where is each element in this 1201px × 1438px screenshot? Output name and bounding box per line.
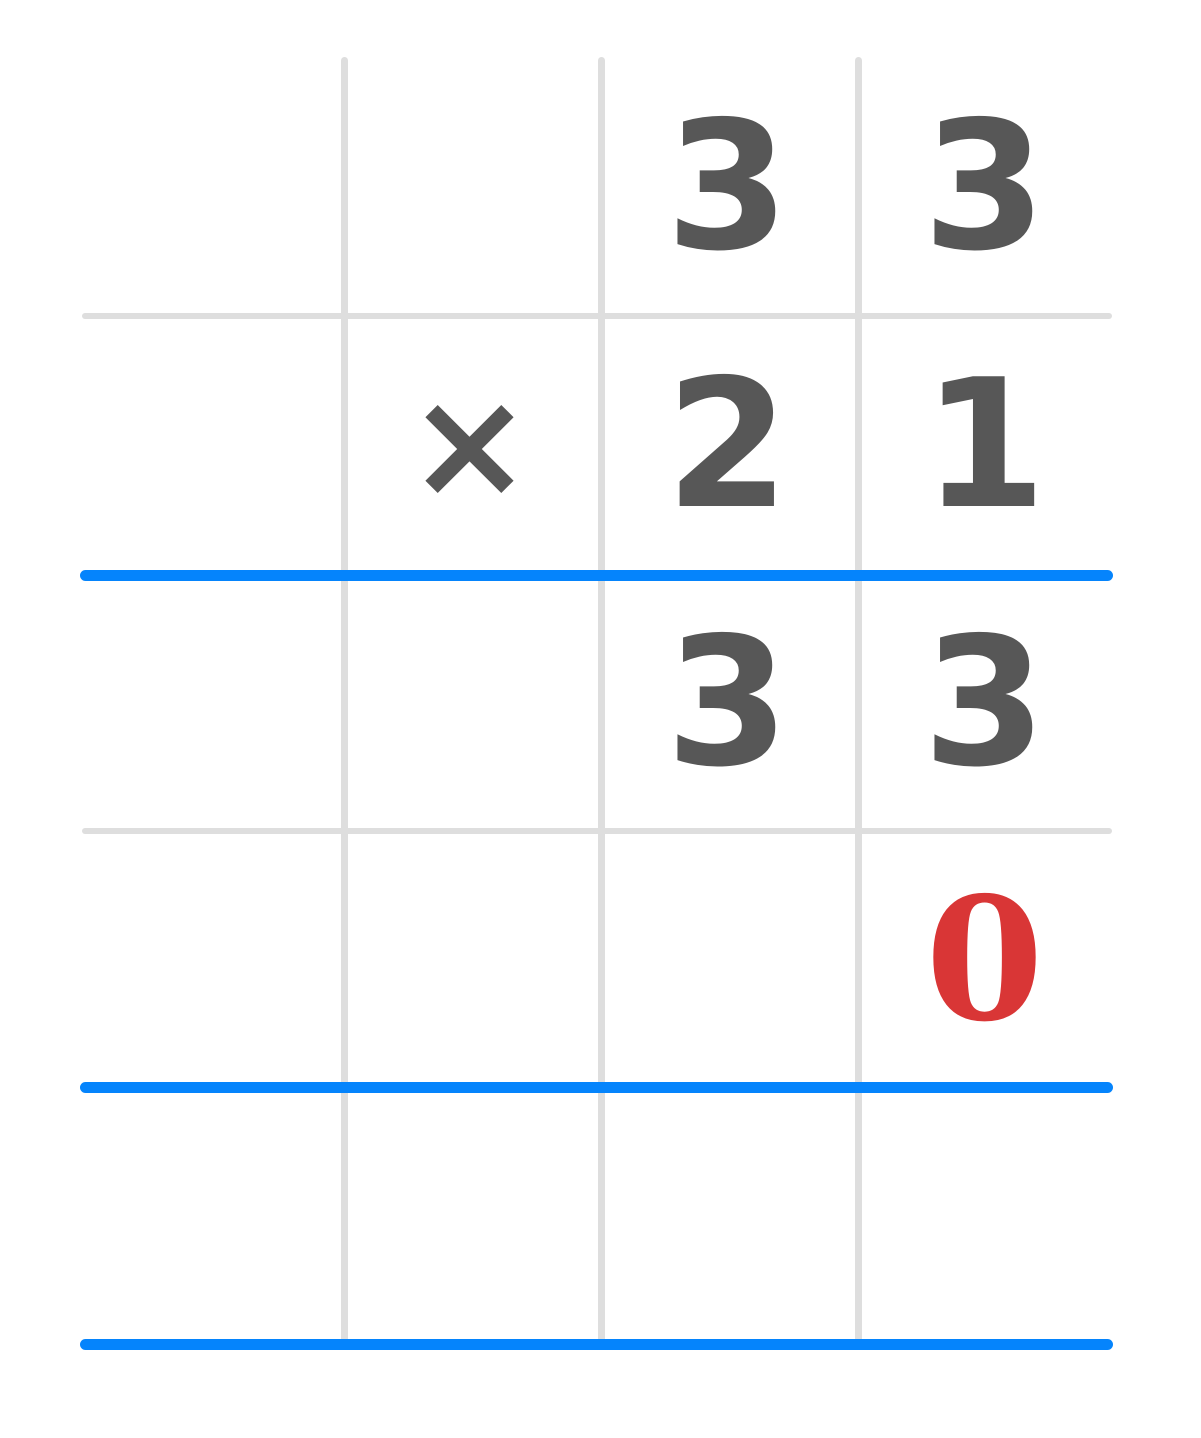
cell-r3-c3[interactable]: 3 (598, 574, 855, 831)
cell-r5-c1[interactable] (84, 1088, 341, 1345)
cell-r5-c4[interactable] (855, 1088, 1112, 1345)
column-divider-1 (341, 57, 348, 1346)
column-divider-2 (598, 57, 605, 1346)
cell-r4-c1[interactable] (84, 831, 341, 1088)
cell-r1-c4[interactable]: 3 (855, 58, 1112, 315)
cell-r3-c1[interactable] (84, 574, 341, 831)
cell-r5-c3[interactable] (598, 1088, 855, 1345)
cell-r4-c2[interactable] (341, 831, 598, 1088)
cell-r4-c4[interactable]: 0 (855, 831, 1112, 1088)
cell-r3-c2[interactable] (341, 574, 598, 831)
rule-under-multiplier (80, 570, 1113, 581)
rule-under-answer (80, 1339, 1113, 1350)
digit-r1-c4: 3 (922, 82, 1047, 290)
row-divider-2 (82, 828, 1112, 834)
multiplication-sign-icon: × (406, 357, 533, 532)
digit-r1-c3: 3 (665, 82, 790, 290)
cell-r1-c2[interactable] (341, 58, 598, 315)
digit-r3-c3: 3 (665, 598, 790, 806)
digit-r3-c4: 3 (922, 598, 1047, 806)
cell-r5-c2[interactable] (341, 1088, 598, 1345)
cell-r1-c1[interactable] (84, 58, 341, 315)
cell-r2-c3[interactable]: 2 (598, 316, 855, 573)
cell-r4-c3[interactable] (598, 831, 855, 1088)
digit-r2-c3: 2 (665, 340, 790, 548)
row-divider-1 (82, 313, 1112, 319)
cell-r1-c3[interactable]: 3 (598, 58, 855, 315)
rule-under-partial-products (80, 1082, 1113, 1093)
cell-r3-c4[interactable]: 3 (855, 574, 1112, 831)
column-divider-3 (855, 57, 862, 1346)
cell-r2-c2[interactable]: × (341, 316, 598, 573)
cell-r2-c4[interactable]: 1 (855, 316, 1112, 573)
digit-r2-c4: 1 (922, 340, 1047, 548)
digit-r4-c4-answer: 0 (925, 859, 1043, 1060)
cell-r2-c1[interactable] (84, 316, 341, 573)
